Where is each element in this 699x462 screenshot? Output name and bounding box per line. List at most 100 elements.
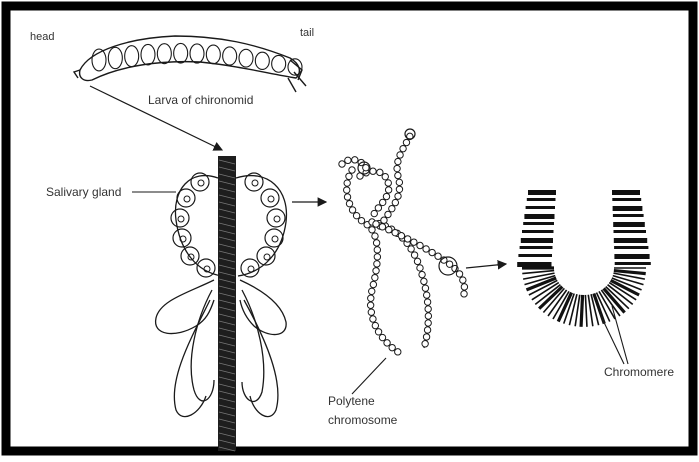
polytene-band <box>344 180 350 186</box>
polytene-band <box>373 240 379 246</box>
polytene-band <box>419 271 425 277</box>
polytene-band <box>382 173 388 179</box>
gland-cell-nucleus <box>184 196 190 202</box>
polytene-band <box>411 239 417 245</box>
polytene-band <box>383 193 389 199</box>
gland-cell-nucleus <box>198 180 204 186</box>
chromomere-band <box>614 230 647 233</box>
chromomere-pointer-1 <box>600 314 624 364</box>
polytene-band <box>400 145 406 151</box>
polytene-band <box>422 341 428 347</box>
polytene-band <box>370 316 376 322</box>
polytene-band <box>397 152 403 158</box>
chromomere-band <box>522 230 554 233</box>
chromomere-band <box>523 273 554 279</box>
polytene-band <box>395 193 401 199</box>
polytene-band <box>408 246 414 252</box>
larva-segment <box>174 43 188 63</box>
chromomere-band <box>521 238 553 243</box>
polytene-band <box>424 327 430 333</box>
polytene-band <box>395 158 401 164</box>
polytene-band <box>372 322 378 328</box>
polytene-band <box>423 292 429 298</box>
salivary-gland-label: Salivary gland <box>46 185 121 199</box>
polytene-band <box>381 217 387 223</box>
gland-cell <box>171 209 189 227</box>
polytene-band <box>363 164 369 170</box>
polytene-band <box>404 236 410 242</box>
larva-label: Larva of chironomid <box>148 93 253 107</box>
polytene-band <box>385 180 391 186</box>
polytene-band <box>386 226 392 232</box>
gland-cell-nucleus <box>274 216 280 222</box>
polytene-band <box>349 207 355 213</box>
chromomere-band <box>520 246 553 249</box>
polytene-band <box>392 229 398 235</box>
gland-cell-nucleus <box>272 236 278 242</box>
chromomere-band <box>539 287 562 309</box>
polytene-band <box>398 233 404 239</box>
polytene-band <box>346 173 352 179</box>
polytene-band <box>375 205 381 211</box>
larva-segment <box>223 47 237 65</box>
chromomere-band <box>526 206 555 209</box>
gland-cell <box>267 209 285 227</box>
polytene-band <box>396 186 402 192</box>
chromomere-band <box>612 190 640 195</box>
chromomere-band <box>528 190 556 195</box>
polytene-band <box>417 242 423 248</box>
polytene-label-line2: chromosome <box>328 413 398 427</box>
polytene-band <box>456 271 462 277</box>
chromomere-band <box>614 238 647 243</box>
polytene-band <box>389 205 395 211</box>
tail-label: tail <box>300 27 314 39</box>
polytene-band <box>369 227 375 233</box>
polytene-band <box>379 334 385 340</box>
polytene-band <box>385 211 391 217</box>
polytene-band <box>339 161 345 167</box>
polytene-band <box>352 157 358 163</box>
chromomere-band <box>613 214 644 217</box>
gland-cell-nucleus <box>248 266 254 272</box>
polytene-pointer <box>352 358 386 394</box>
larva-segment <box>141 44 155 64</box>
larva-segment <box>272 55 286 72</box>
chromomere-band <box>615 262 651 265</box>
chromomere-band <box>517 262 551 267</box>
polytene-band <box>372 274 378 280</box>
polytene-band <box>422 285 428 291</box>
polytene-band <box>369 288 375 294</box>
polytene-band <box>396 179 402 185</box>
polytene-band <box>423 246 429 252</box>
chromomere-band <box>581 295 583 327</box>
gland-cell <box>197 259 215 277</box>
polytene-band <box>423 334 429 340</box>
polytene-band <box>417 265 423 271</box>
polytene-band <box>349 167 355 173</box>
chromomere-band <box>614 271 646 274</box>
polytene-band <box>374 261 380 267</box>
polytene-band <box>429 249 435 255</box>
polytene-band <box>353 212 359 218</box>
polytene-band <box>461 291 467 297</box>
polytene-band <box>461 284 467 290</box>
gland-cell <box>177 189 195 207</box>
polytene-band <box>367 302 373 308</box>
chromomere-band <box>613 206 643 211</box>
polytene-band <box>395 349 401 355</box>
polytene-band <box>358 217 364 223</box>
polytene-band <box>435 253 441 259</box>
larva-segment <box>190 44 204 63</box>
head-label: head <box>30 31 54 43</box>
polytene-band <box>460 277 466 283</box>
chromomere-band <box>523 222 554 225</box>
larva-segment <box>108 47 122 68</box>
larva-segment <box>157 44 171 64</box>
polytene-band <box>368 295 374 301</box>
polytene-band <box>394 165 400 171</box>
chromomere-band <box>613 222 645 227</box>
polytene-band <box>374 247 380 253</box>
polytene-band <box>414 258 420 264</box>
chromomere-band <box>522 271 554 274</box>
